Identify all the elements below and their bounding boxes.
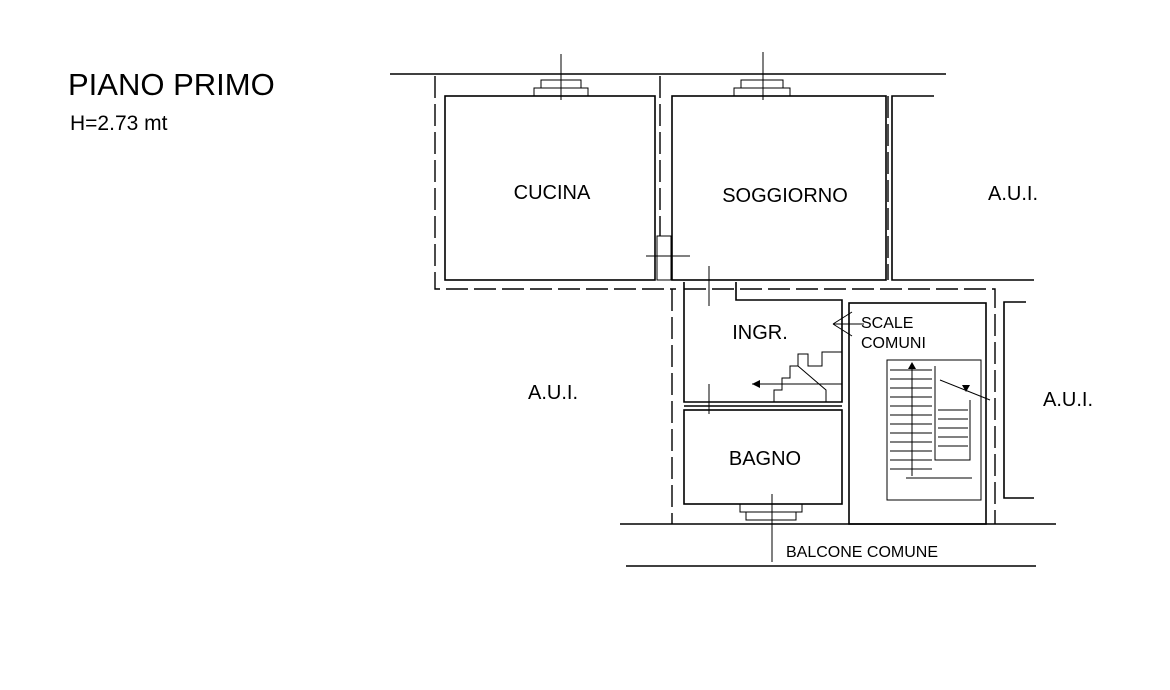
door-stairs-swing	[832, 311, 853, 337]
aui-label-right: A.U.I.	[1043, 389, 1093, 411]
door-cucina-soggiorno	[646, 235, 690, 281]
room-label-ingresso: INGR.	[732, 322, 788, 344]
aui-label-top-right: A.U.I.	[988, 183, 1038, 205]
aui-top-right-outline	[891, 95, 1034, 281]
room-ingresso	[683, 282, 843, 403]
room-label-soggiorno: SOGGIORNO	[722, 185, 848, 207]
window-bagno	[739, 494, 803, 562]
property-boundary-stairs	[684, 288, 996, 524]
internal-stair	[752, 351, 842, 402]
window-cucina	[533, 54, 589, 100]
stairs-label-line1: SCALE	[861, 315, 913, 332]
common-stair-flight	[886, 359, 991, 501]
window-soggiorno	[733, 52, 791, 100]
stairs-label-line2: COMUNI	[861, 335, 926, 352]
room-label-bagno: BAGNO	[729, 448, 801, 470]
plan-title: PIANO PRIMO	[68, 67, 275, 102]
property-boundary-left	[434, 76, 676, 290]
room-label-cucina: CUCINA	[514, 182, 591, 204]
balcony-label: BALCONE COMUNE	[786, 544, 938, 561]
aui-right-outline	[1003, 301, 1034, 499]
aui-label-left: A.U.I.	[528, 382, 578, 404]
ceiling-height-label: H=2.73 mt	[70, 112, 168, 135]
